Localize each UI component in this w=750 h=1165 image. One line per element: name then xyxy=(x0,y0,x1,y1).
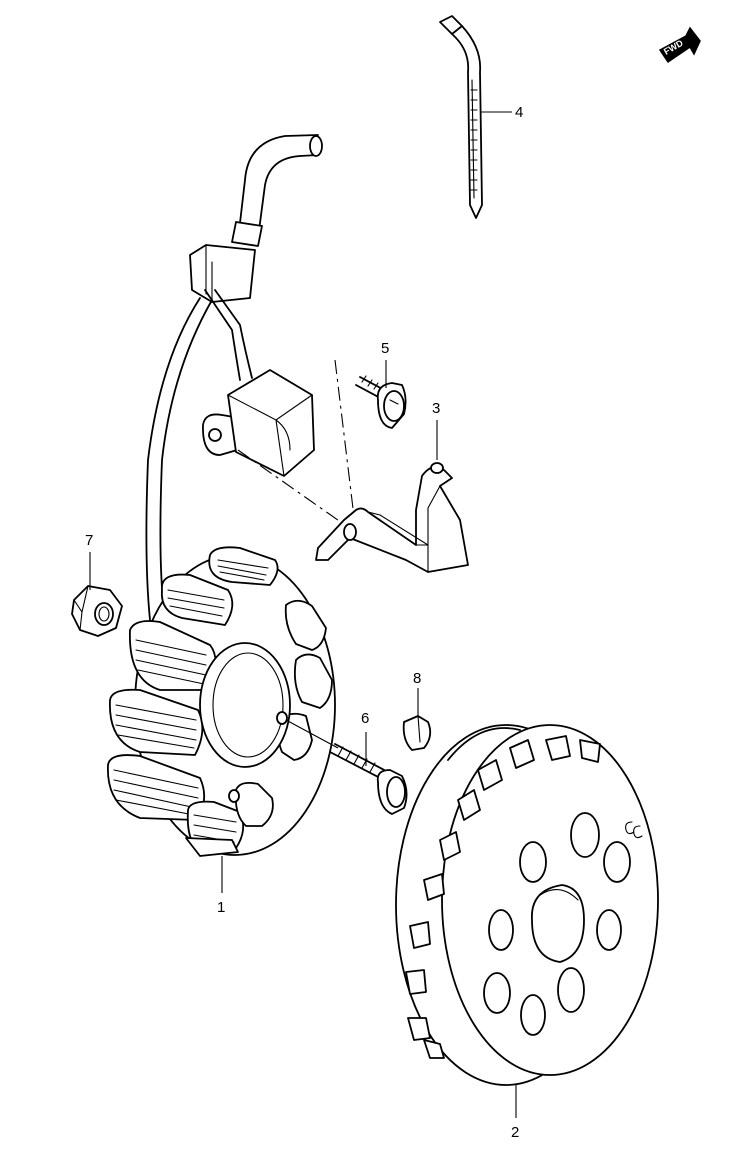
callout-label: 2 xyxy=(511,1124,519,1141)
callout-3: 3 xyxy=(432,400,440,460)
callout-1: 1 xyxy=(217,856,225,916)
pickup-coil xyxy=(202,369,315,477)
callout-4: 4 xyxy=(480,104,523,121)
stator-pole xyxy=(109,688,204,756)
cable-tie-part xyxy=(439,15,483,219)
stator-pole xyxy=(160,573,234,626)
callout-2: 2 xyxy=(511,1085,519,1141)
callout-label: 4 xyxy=(515,104,523,121)
callout-label: 6 xyxy=(361,710,369,727)
callout-6: 6 xyxy=(361,710,369,766)
woodruff-key-part xyxy=(402,715,432,751)
stator-part xyxy=(107,546,336,857)
alignment-line xyxy=(237,449,346,526)
callout-7: 7 xyxy=(85,532,93,590)
rotor-hole xyxy=(483,812,631,1036)
callout-label: 5 xyxy=(381,340,389,357)
flywheel-rotor-part xyxy=(395,724,659,1086)
rotor-magnet-tab xyxy=(405,735,601,1059)
stator-bolt-part xyxy=(285,719,408,815)
rotor-nut-part xyxy=(71,585,123,637)
bracket-part xyxy=(315,462,469,573)
callout-label: 3 xyxy=(432,400,440,417)
callout-5: 5 xyxy=(381,340,389,388)
callout-label: 1 xyxy=(217,899,225,916)
stator-pole xyxy=(208,546,279,586)
callout-8: 8 xyxy=(413,670,421,718)
callout-label: 8 xyxy=(413,670,421,687)
stator-pole xyxy=(293,653,333,709)
stator-pole xyxy=(234,781,274,827)
wiring-harness xyxy=(145,134,323,621)
alignment-line xyxy=(334,359,356,526)
callout-label: 7 xyxy=(85,532,93,549)
stator-pole xyxy=(284,599,327,651)
bracket-screw-part xyxy=(355,375,407,429)
fwd-arrow-icon: FWD xyxy=(658,26,701,64)
